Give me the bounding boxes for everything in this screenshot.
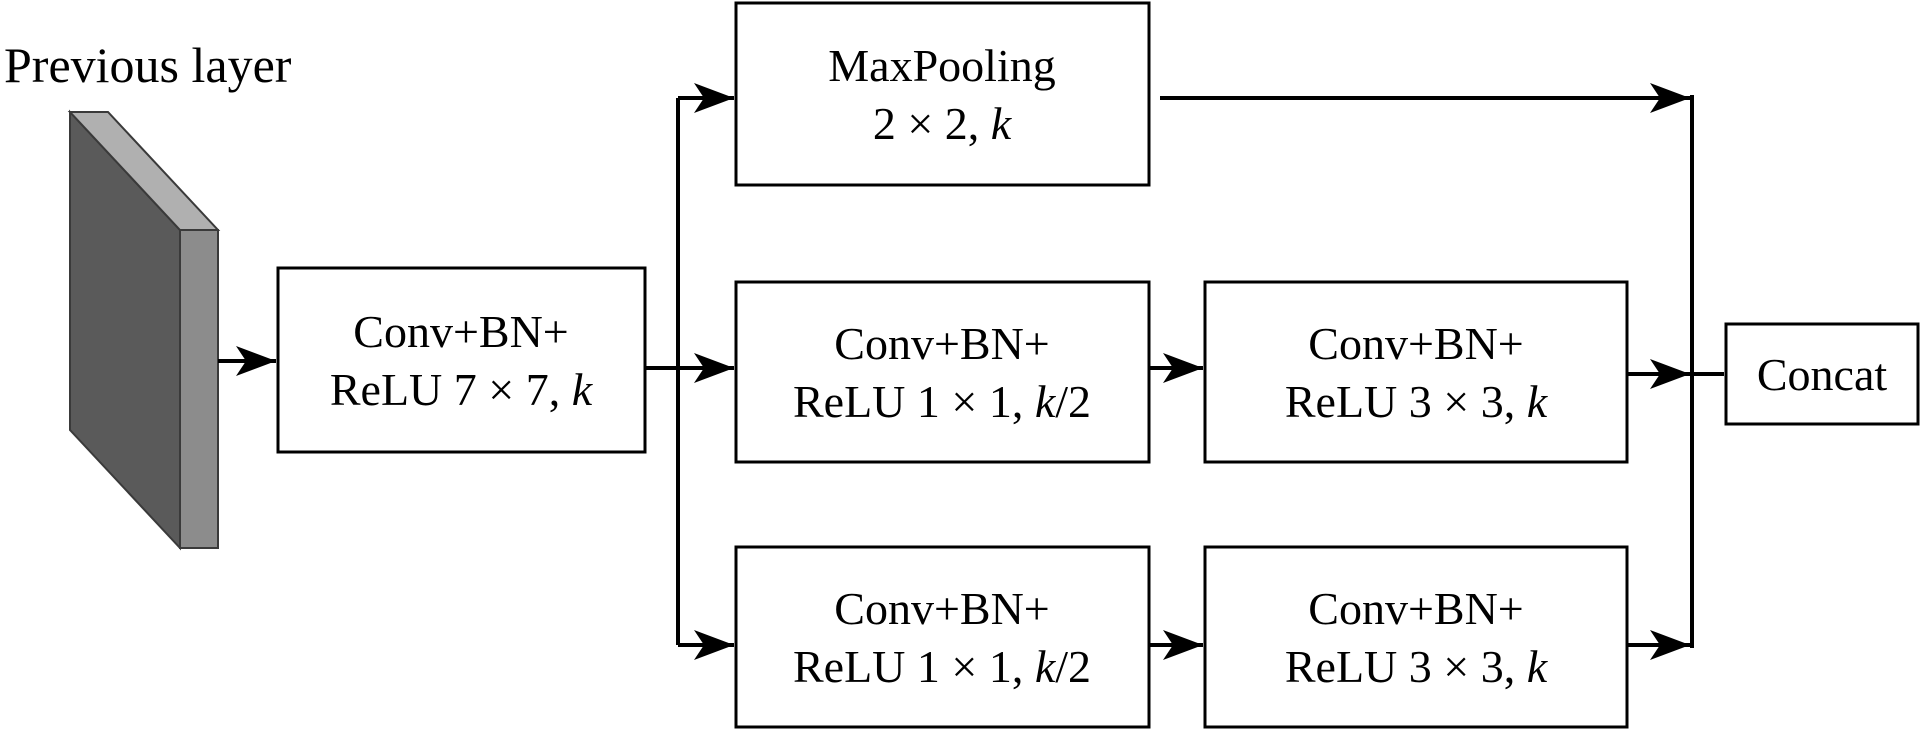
conv7-line-1: Conv+BN+ (353, 306, 568, 357)
node-bot3x3: Conv+BN+ ReLU 3 × 3, k (1203, 545, 1629, 729)
bot3x3-line-2: ReLU 3 × 3, k (1285, 641, 1549, 692)
maxpool-line-2: 2 × 2, k (873, 98, 1013, 149)
node-conv7-box (276, 266, 647, 454)
mid1x1-line-2-seg-1: ReLU 1 × 1, (793, 376, 1035, 427)
mid1x1-line-2-seg-2: k (1035, 376, 1057, 427)
mid1x1-line-2-seg-3: /2 (1055, 376, 1091, 427)
node-bot1x1: Conv+BN+ ReLU 1 × 1, k/2 (734, 545, 1151, 729)
bot3x3-line-1-seg-1: Conv+BN+ (1308, 583, 1523, 634)
node-concat: Concat (1724, 322, 1920, 426)
conv7-line-2-seg-2: k (572, 364, 594, 415)
maxpool-line-2-seg-2: k (991, 98, 1013, 149)
node-bot3x3-box (1203, 545, 1629, 729)
bot3x3-line-2-seg-2: k (1527, 641, 1549, 692)
mid1x1-line-2: ReLU 1 × 1, k/2 (793, 376, 1091, 427)
mid3x3-line-2-seg-2: k (1527, 376, 1549, 427)
node-maxpool-label: MaxPooling 2 × 2, k (828, 40, 1055, 149)
conv7-line-1-seg-1: Conv+BN+ (353, 306, 568, 357)
node-bot1x1-box (734, 545, 1151, 729)
concat-line-1-seg-1: Concat (1757, 349, 1888, 400)
conv7-line-2: ReLU 7 × 7, k (330, 364, 594, 415)
bot1x1-line-1-seg-1: Conv+BN+ (834, 583, 1049, 634)
node-concat-label: Concat (1757, 349, 1888, 400)
conv7-line-2-seg-1: ReLU 7 × 7, (330, 364, 572, 415)
bot3x3-line-2-seg-1: ReLU 3 × 3, (1285, 641, 1527, 692)
bot1x1-line-2-seg-1: ReLU 1 × 1, (793, 641, 1035, 692)
node-conv7: Conv+BN+ ReLU 7 × 7, k (276, 266, 647, 454)
mid1x1-line-1: Conv+BN+ (834, 318, 1049, 369)
node-maxpool: MaxPooling 2 × 2, k (734, 1, 1151, 187)
bot3x3-line-1: Conv+BN+ (1308, 583, 1523, 634)
node-bot1x1-label: Conv+BN+ ReLU 1 × 1, k/2 (793, 583, 1091, 692)
mid1x1-line-1-seg-1: Conv+BN+ (834, 318, 1049, 369)
bot1x1-line-2-seg-3: /2 (1055, 641, 1091, 692)
maxpool-line-1: MaxPooling (828, 40, 1055, 91)
mid3x3-line-2: ReLU 3 × 3, k (1285, 376, 1549, 427)
bot1x1-line-1: Conv+BN+ (834, 583, 1049, 634)
mid3x3-line-2-seg-1: ReLU 3 × 3, (1285, 376, 1527, 427)
node-mid1x1-box (734, 280, 1151, 464)
bot1x1-line-2: ReLU 1 × 1, k/2 (793, 641, 1091, 692)
node-maxpool-box (734, 1, 1151, 187)
node-mid3x3: Conv+BN+ ReLU 3 × 3, k (1203, 280, 1629, 464)
node-conv7-label: Conv+BN+ ReLU 7 × 7, k (330, 306, 594, 415)
bot1x1-line-2-seg-2: k (1035, 641, 1057, 692)
node-mid1x1: Conv+BN+ ReLU 1 × 1, k/2 (734, 280, 1151, 464)
mid3x3-line-1-seg-1: Conv+BN+ (1308, 318, 1523, 369)
maxpool-line-1-seg-1: MaxPooling (828, 40, 1055, 91)
previous-layer-label: Previous layer (4, 37, 292, 93)
node-mid3x3-box (1203, 280, 1629, 464)
previous-layer-slab (67, 109, 221, 551)
node-bot3x3-label: Conv+BN+ ReLU 3 × 3, k (1285, 583, 1549, 692)
edges (218, 83, 1724, 660)
node-concat-box (1724, 322, 1920, 426)
concat-line-1: Concat (1757, 349, 1888, 400)
maxpool-line-2-seg-1: 2 × 2, (873, 98, 991, 149)
node-mid1x1-label: Conv+BN+ ReLU 1 × 1, k/2 (793, 318, 1091, 427)
mid3x3-line-1: Conv+BN+ (1308, 318, 1523, 369)
node-mid3x3-label: Conv+BN+ ReLU 3 × 3, k (1285, 318, 1549, 427)
